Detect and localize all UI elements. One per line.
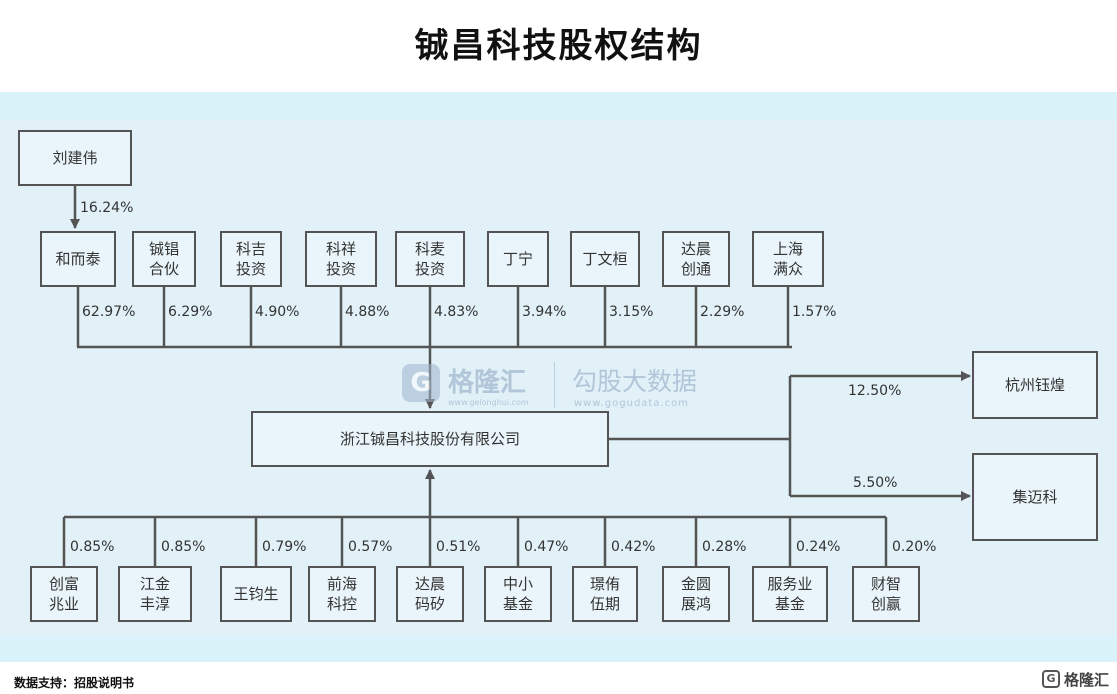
lower-holder-pct-5: 0.51% <box>436 539 481 555</box>
lower-holder-box-3: 王钧生 <box>220 566 292 622</box>
upper-holder-pct-2: 6.29% <box>168 304 213 320</box>
lower-holder-box-1: 创富 兆业 <box>30 566 98 622</box>
upper-holder-pct-6: 3.94% <box>522 304 567 320</box>
lower-holder-pct-9: 0.24% <box>796 539 841 555</box>
upper-holder-box-3: 科吉 投资 <box>220 231 282 287</box>
upper-holder-box-5: 科麦 投资 <box>395 231 465 287</box>
top-holder-box: 刘建伟 <box>18 130 132 186</box>
upper-holder-pct-9: 1.57% <box>792 304 837 320</box>
upper-holder-pct-4: 4.88% <box>345 304 390 320</box>
lower-holder-box-6: 中小 基金 <box>484 566 552 622</box>
footer-bar <box>0 662 1117 694</box>
lower-holder-pct-2: 0.85% <box>161 539 206 555</box>
upper-holder-pct-1: 62.97% <box>82 304 136 320</box>
upper-holder-box-2: 铖锠 合伙 <box>132 231 196 287</box>
lower-holder-box-10: 财智 创赢 <box>852 566 920 622</box>
subsidiary-box-1: 杭州钰煌 <box>972 351 1098 419</box>
lower-holder-box-2: 江金 丰淳 <box>118 566 192 622</box>
lower-holder-pct-6: 0.47% <box>524 539 569 555</box>
top-holder-pct: 16.24% <box>80 200 134 216</box>
footer-logo-text: 格隆汇 <box>1064 670 1110 689</box>
lower-holder-pct-10: 0.20% <box>892 539 937 555</box>
upper-holder-box-8: 达晨 创通 <box>662 231 730 287</box>
upper-holder-pct-3: 4.90% <box>255 304 300 320</box>
subsidiary-box-2: 集迈科 <box>972 453 1098 541</box>
footer-logo-icon: G <box>1042 670 1060 688</box>
upper-holder-pct-8: 2.29% <box>700 304 745 320</box>
upper-holder-box-9: 上海 满众 <box>752 231 824 287</box>
lower-holder-pct-4: 0.57% <box>348 539 393 555</box>
page-title: 铖昌科技股权结构 <box>0 0 1117 92</box>
company-box: 浙江铖昌科技股份有限公司 <box>251 411 609 467</box>
upper-holder-box-1: 和而泰 <box>40 231 116 287</box>
lower-holder-box-9: 服务业 基金 <box>752 566 828 622</box>
subsidiary-pct-1: 12.50% <box>848 383 902 399</box>
source-note: 数据支持：招股说明书 <box>14 676 135 690</box>
upper-holder-box-6: 丁宁 <box>487 231 549 287</box>
lower-holder-pct-1: 0.85% <box>70 539 115 555</box>
upper-holder-box-7: 丁文桓 <box>570 231 640 287</box>
chart-area <box>0 120 1117 635</box>
lower-holder-box-7: 璟侑 伍期 <box>572 566 638 622</box>
upper-holder-pct-7: 3.15% <box>609 304 654 320</box>
upper-holder-pct-5: 4.83% <box>434 304 479 320</box>
lower-holder-pct-7: 0.42% <box>611 539 656 555</box>
lower-holder-pct-8: 0.28% <box>702 539 747 555</box>
lower-holder-box-5: 达晨 码矽 <box>396 566 464 622</box>
lower-holder-pct-3: 0.79% <box>262 539 307 555</box>
upper-holder-box-4: 科祥 投资 <box>305 231 377 287</box>
lower-holder-box-4: 前海 科控 <box>308 566 376 622</box>
footer-logo: G 格隆汇 <box>1042 668 1109 690</box>
lower-holder-box-8: 金圆 展鸿 <box>662 566 730 622</box>
subsidiary-pct-2: 5.50% <box>853 475 898 491</box>
